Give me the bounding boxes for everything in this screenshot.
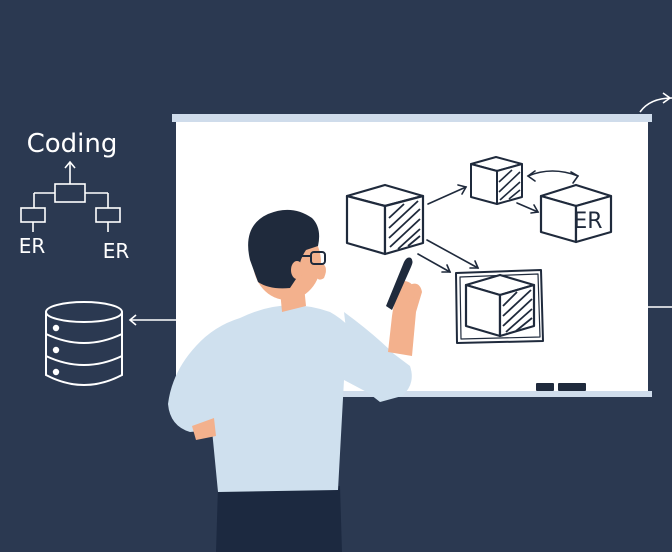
left-er-label: ER — [19, 234, 46, 258]
person-right-sleeve — [344, 312, 412, 402]
person-nose — [316, 262, 326, 280]
person-shirt — [168, 305, 390, 492]
database-icon — [45, 301, 123, 386]
whiteboard-arrows — [417, 170, 580, 273]
right-edge-arrow-icon — [639, 92, 672, 308]
right-child-box-icon — [95, 207, 121, 223]
right-er-label: ER — [103, 239, 130, 263]
person-hair — [248, 209, 320, 289]
glasses-icon — [296, 251, 326, 265]
cube-small-icon — [470, 156, 523, 205]
coding-title: Coding — [27, 129, 118, 159]
arrow-to-database-icon — [128, 314, 176, 326]
arrow-lower — [417, 253, 451, 273]
arrow-to-framed-cube — [426, 239, 479, 269]
whiteboard-bottom-rail — [172, 391, 652, 397]
framed-cube-icon — [455, 269, 544, 344]
top-box-icon — [54, 183, 86, 203]
arrow-to-er-cube — [516, 202, 539, 213]
person-left-hand — [192, 418, 216, 440]
double-arrow — [527, 170, 579, 177]
person-ear — [291, 261, 303, 279]
person-pants — [216, 486, 342, 552]
left-child-box-icon — [20, 207, 46, 223]
marker-in-hand-icon — [386, 257, 413, 310]
person-right-forearm — [388, 283, 422, 356]
coding-hierarchy-diagram: Coding ER ER — [19, 129, 130, 263]
marker-on-tray-icon — [536, 383, 554, 391]
eraser-icon — [558, 383, 586, 391]
cube-large-icon — [345, 183, 425, 256]
person — [168, 209, 422, 552]
er-cube-icon — [539, 183, 613, 244]
arrow-to-small-cube — [427, 186, 467, 205]
whiteboard-er-label: ER — [573, 209, 602, 234]
whiteboard-top-rail — [172, 114, 652, 122]
